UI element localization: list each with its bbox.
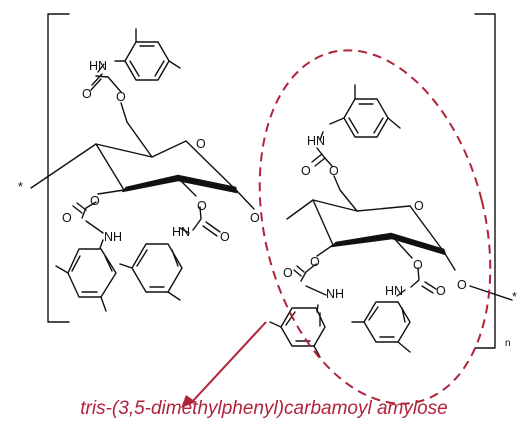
atom-label-o: O <box>220 230 230 244</box>
glucose-unit-2 <box>269 84 513 358</box>
glycosidic-oxygen-label: O <box>457 278 467 292</box>
atom-label-o: O <box>283 266 293 280</box>
left-bracket <box>47 13 70 323</box>
right-bracket <box>474 13 496 349</box>
chain-end-star: * <box>512 290 517 304</box>
atom-label-hn: HN <box>89 59 107 73</box>
glycosidic-oxygen-label: O <box>250 211 260 225</box>
repeat-count-n: n <box>505 338 511 349</box>
glucose-unit-1 <box>30 28 255 312</box>
atom-label-nh: NH <box>326 287 344 301</box>
atom-labels: HN O O O O O NH O O HN O * HN O O O O O … <box>18 59 517 349</box>
atom-label-o: O <box>436 284 446 298</box>
pointer-arrowhead <box>181 395 196 408</box>
atom-label-o: O <box>116 90 126 104</box>
atom-label-hn: HN <box>307 134 325 148</box>
highlight-ellipse <box>258 49 492 405</box>
pointer-arrow <box>191 321 267 403</box>
atom-label-o: O <box>310 255 320 269</box>
atom-label-o: O <box>90 194 100 208</box>
atom-label-o: O <box>62 211 72 225</box>
atom-label-o: O <box>301 164 311 178</box>
atom-label-hn: HN <box>172 225 190 239</box>
atom-label-o: O <box>82 87 92 101</box>
atom-label-o: O <box>413 258 423 272</box>
chain-end-star: * <box>18 180 23 194</box>
atom-label-hn: HN <box>385 284 403 298</box>
ring-oxygen-label: O <box>196 137 206 151</box>
structure-caption: tris-(3,5-dimethylphenyl)carbamoyl amylo… <box>80 398 448 419</box>
atom-label-o: O <box>329 164 339 178</box>
atom-label-o: O <box>197 199 207 213</box>
atom-label-nh: NH <box>104 230 122 244</box>
ring-oxygen-label: O <box>414 199 424 213</box>
